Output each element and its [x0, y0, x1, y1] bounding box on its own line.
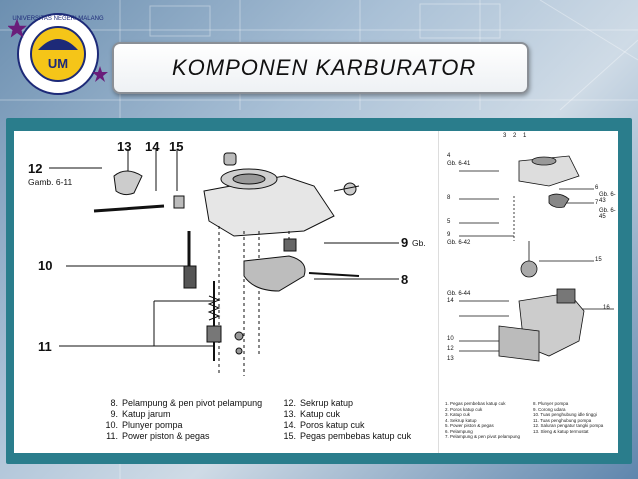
legend-item: 8.Pelampung & pen pivot pelampung: [110, 398, 263, 408]
right-legend-item: 5. Power piston & pegas: [445, 423, 494, 428]
right-callout-16: 16: [603, 305, 610, 311]
right-legend-item: 12. Saluran pengatur tangki pompa: [533, 423, 604, 428]
right-legend-item: 8. Plunyer pompa: [533, 401, 569, 406]
right-callout-10: 10: [447, 336, 454, 342]
right-ref-5: Gb. 6-45: [599, 208, 616, 220]
right-legend-item: 13. Sleng & katup termostat: [533, 428, 589, 434]
right-callout-1: 1: [523, 133, 527, 139]
right-ref-4: Gb. 6-43: [599, 192, 616, 204]
right-legend-item: 6. Pelampung: [445, 428, 473, 434]
right-callout-12: 12: [447, 346, 454, 352]
legend-column-1: 8.Pelampung & pen pivot pelampung 9.Katu…: [98, 398, 262, 442]
callout-15: 15: [169, 139, 184, 154]
legend-item: 13.Katup cuk: [283, 409, 341, 419]
right-callout-5: 5: [447, 219, 451, 225]
figure-panel: 13 14 15 12 Gamb. 6-11 10 11 9 Gb. 8 8.P…: [14, 131, 618, 453]
legend-item: 15.Pegas pembebas katup cuk: [283, 431, 412, 441]
university-logo: UM UNIVERSITAS NEGERI MALANG: [8, 13, 108, 95]
right-callout-9: 9: [447, 232, 451, 238]
callout-8: 8: [401, 272, 409, 287]
right-ref-3: Gb. 6-44: [447, 291, 471, 297]
legend-column-2: 12.Sekrup katup 13.Katup cuk 14.Poros ka…: [276, 398, 411, 442]
callout-12: 12: [28, 161, 43, 176]
right-callout-14: 14: [447, 298, 454, 304]
right-callout-3: 3: [503, 133, 507, 139]
callout-9: 9: [401, 235, 409, 250]
right-callout-8: 8: [447, 195, 451, 201]
logo-ring-text: UNIVERSITAS NEGERI MALANG: [12, 16, 104, 22]
carburetor-exploded-diagram: [49, 149, 399, 376]
right-callout-2: 2: [513, 133, 517, 139]
assembly-drawing: [459, 155, 614, 362]
right-legend-column-1: 1. Pegas pembebas katup cuk 2. Poros kat…: [445, 401, 531, 440]
right-legend-item: 3. Katup cuk: [445, 412, 471, 417]
carburetor-assembly-diagram: 3 2 1 4 Gb. 6-41 8 5 9 Gb. 6-42 Gb. 6-44…: [438, 131, 619, 453]
callout-14: 14: [145, 139, 160, 154]
callout-13: 13: [117, 139, 132, 154]
right-callout-7: 7: [595, 200, 599, 206]
title-box: KOMPONEN KARBURATOR: [112, 42, 529, 94]
figure-caption: Gamb. 6-11: [28, 177, 73, 187]
right-legend-item: 9. Corong udara: [533, 406, 566, 412]
right-legend-item: 11. Tuas penghubung pompa: [533, 417, 592, 423]
legend-item: 11.Power piston & pegas: [106, 431, 210, 441]
right-callout-13: 13: [447, 356, 454, 362]
right-legend-item: 10. Tuas penghubung idle tinggi: [533, 412, 597, 417]
right-callout-4: 4: [447, 153, 451, 159]
right-ref-2: Gb. 6-42: [447, 240, 471, 246]
legend-item: 9.Katup jarum: [110, 409, 171, 419]
right-legend-item: 7. Pelampung & pen pivot pelampung: [445, 434, 521, 439]
callout-9-ref: Gb.: [412, 238, 426, 248]
page-title: KOMPONEN KARBURATOR: [172, 55, 477, 80]
logo-center-text: UM: [48, 56, 68, 71]
right-legend-item: 1. Pegas pembebas katup cuk: [445, 401, 506, 406]
legend-item: 10.Plunyer pompa: [105, 420, 183, 430]
right-ref-1: Gb. 6-41: [447, 161, 471, 167]
right-legend-item: 4. Sekrup katup: [445, 417, 477, 423]
right-callout-6: 6: [595, 185, 599, 191]
right-legend-item: 2. Poros katup cuk: [445, 406, 483, 412]
right-callout-15: 15: [595, 257, 602, 263]
legend-item: 12.Sekrup katup: [283, 398, 354, 408]
callout-10: 10: [38, 258, 53, 273]
legend-item: 14.Poros katup cuk: [283, 420, 365, 430]
right-legend-column-2: 8. Plunyer pompa 9. Corong udara 10. Tua…: [533, 401, 617, 434]
callout-11: 11: [38, 339, 52, 354]
